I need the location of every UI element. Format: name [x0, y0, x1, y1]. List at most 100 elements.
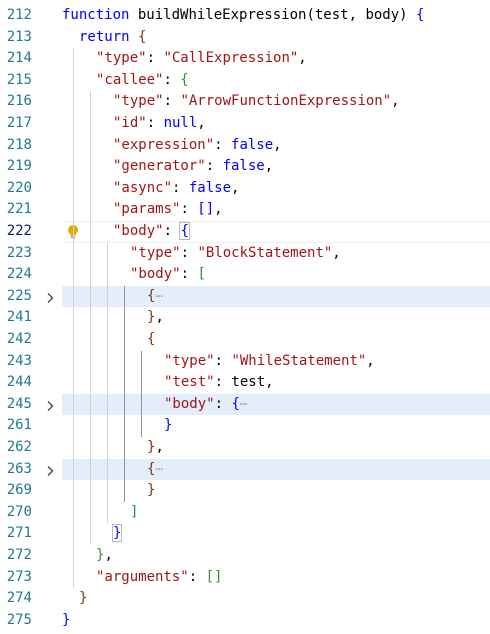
current-line-highlight [62, 221, 490, 243]
code-token: "type" [130, 244, 181, 261]
code-line[interactable]: 223"type": "BlockStatement", [0, 243, 490, 265]
code-line[interactable]: 244 "test": test, [0, 372, 490, 394]
chevron-right-icon[interactable] [44, 286, 56, 308]
code-line[interactable]: 261} [0, 415, 490, 437]
code-line[interactable]: 218 "expression": false, [0, 135, 490, 157]
code-line[interactable]: 219"generator": false, [0, 156, 490, 178]
line-number: 218 [6, 136, 32, 153]
code-text: { [147, 329, 155, 351]
code-token: : [214, 136, 232, 153]
line-number: 241 [6, 309, 32, 326]
folded-ellipsis[interactable]: ⋯ [155, 288, 163, 303]
line-number: 243 [6, 352, 32, 369]
code-line[interactable]: 242 { [0, 329, 490, 351]
chevron-right-icon[interactable] [44, 459, 56, 481]
code-token: : [146, 50, 164, 67]
code-text: "params": [], [113, 199, 223, 221]
line-number: 263 [6, 460, 32, 477]
code-token: } [111, 524, 123, 543]
code-line[interactable]: 263{⋯ [0, 458, 490, 481]
code-token: : [214, 395, 232, 412]
code-token: "callee" [96, 71, 164, 88]
code-token: "async" [113, 179, 173, 196]
folded-ellipsis[interactable]: ⋯ [239, 396, 248, 411]
code-token: "CallExpression" [163, 50, 299, 67]
code-text: }, [147, 437, 164, 459]
code-token: , [391, 93, 400, 110]
code-line[interactable]: 221"params": [], [0, 199, 490, 221]
code-token: "BlockStatement" [197, 244, 333, 261]
code-line[interactable]: 262}, [0, 437, 490, 459]
code-text: "test": test, [164, 372, 274, 394]
code-line[interactable]: 245"body": {⋯ [0, 393, 490, 416]
code-token: "test" [164, 374, 215, 391]
code-line[interactable]: 243"type": "WhileStatement", [0, 351, 490, 373]
line-number: 224 [6, 266, 32, 283]
code-token: false [231, 136, 274, 153]
indent-guide [124, 285, 125, 502]
code-line[interactable]: 275} [0, 610, 490, 632]
folded-ellipsis[interactable]: ⋯ [155, 461, 163, 476]
code-text: "body": { [113, 221, 190, 243]
code-line[interactable]: 220"async": false, [0, 178, 490, 200]
code-line[interactable]: 272}, [0, 545, 490, 567]
code-token: , [155, 309, 164, 326]
line-number: 242 [6, 331, 32, 347]
line-number: 222 [6, 223, 32, 239]
code-text: "body": [ [130, 264, 206, 286]
code-text: } [111, 523, 123, 545]
code-token: "type" [113, 93, 164, 110]
code-line[interactable]: 216"type": "ArrowFunctionExpression", [0, 91, 490, 113]
code-token: false [222, 158, 265, 175]
code-token: , [273, 136, 282, 153]
code-token: "body" [113, 223, 164, 239]
code-token: "body" [164, 395, 215, 412]
code-line[interactable]: 214"type": "CallExpression", [0, 48, 490, 70]
code-token: { [416, 7, 425, 23]
indent-guide [107, 242, 108, 524]
line-number: 261 [6, 417, 32, 434]
line-number: 270 [6, 503, 32, 520]
indent-guide [141, 350, 142, 437]
code-token: , [332, 244, 341, 261]
code-token: : [188, 568, 206, 585]
code-line[interactable]: 270] [0, 502, 490, 524]
code-text: function buildWhileExpression(test, body… [62, 5, 424, 27]
code-text: ] [130, 502, 138, 524]
code-line[interactable]: 224 "body": [ [0, 264, 490, 286]
chevron-right-icon[interactable] [44, 394, 56, 416]
code-token: [] [197, 201, 215, 218]
code-token: "params" [113, 201, 181, 218]
code-token: : [180, 244, 198, 261]
code-line[interactable]: 274} [0, 588, 490, 610]
code-token: , [298, 50, 307, 67]
code-line[interactable]: 222 "body": { [0, 221, 490, 243]
line-number: 273 [6, 568, 32, 585]
code-line[interactable]: 269} [0, 480, 490, 502]
code-line[interactable]: 225{⋯ [0, 285, 490, 308]
code-line[interactable]: 241}, [0, 307, 490, 329]
code-line[interactable]: 215"callee": { [0, 70, 490, 92]
code-token: : [180, 201, 198, 218]
line-number: 244 [6, 374, 32, 391]
code-token: "body" [130, 266, 181, 283]
code-line[interactable]: 271} [0, 523, 490, 545]
code-token: , [231, 179, 240, 196]
code-token: { [147, 331, 156, 347]
code-text: "async": false, [113, 178, 239, 200]
folded-region-highlight [62, 285, 490, 308]
code-token: , [264, 158, 274, 175]
code-line[interactable]: 217"id": null, [0, 113, 490, 135]
code-text: "type": "BlockStatement", [130, 243, 341, 265]
code-token: "expression" [113, 136, 215, 153]
line-number: 272 [6, 547, 32, 563]
code-text: "generator": false, [113, 156, 273, 178]
code-line[interactable]: 273"arguments": [] [0, 567, 490, 589]
code-token: buildWhileExpression(test, body) [129, 7, 417, 23]
code-token: , [104, 547, 113, 563]
code-token: return [79, 28, 130, 45]
code-token: "WhileStatement" [231, 352, 367, 369]
